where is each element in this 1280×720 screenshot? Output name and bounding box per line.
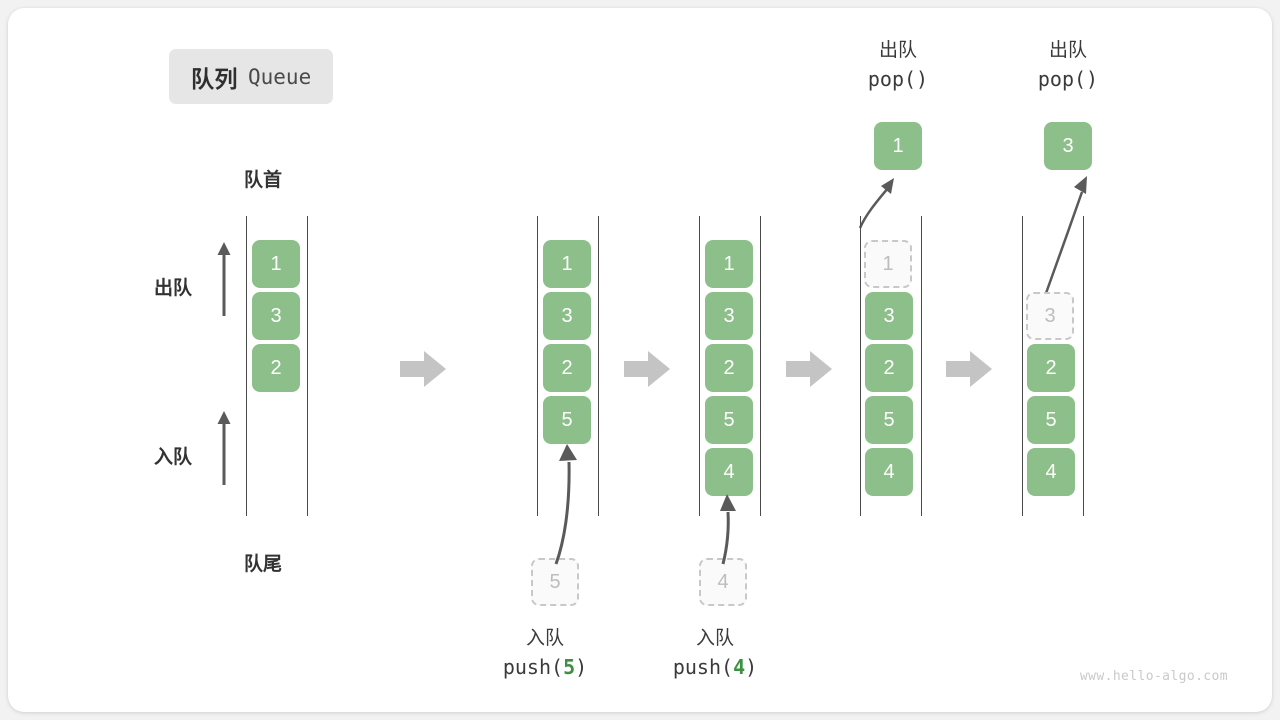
header-pop-1: 出队 pop() <box>823 38 973 94</box>
queue-cell: 3 <box>865 292 913 340</box>
queue-cell-removing: 3 <box>1026 292 1074 340</box>
rail-right-p5 <box>1083 216 1084 516</box>
queue-cell: 2 <box>705 344 753 392</box>
queue-cell: 5 <box>543 396 591 444</box>
flow-arrow <box>400 351 446 387</box>
queue-cell: 5 <box>1027 396 1075 444</box>
queue-cell: 2 <box>865 344 913 392</box>
queue-cell: 2 <box>543 344 591 392</box>
flow-arrow <box>624 351 670 387</box>
queue-cell-removing: 1 <box>864 240 912 288</box>
rail-right-p1 <box>307 216 308 516</box>
caption-cn: 入队 <box>695 628 734 649</box>
queue-cell: 2 <box>252 344 300 392</box>
queue-cell: 1 <box>252 240 300 288</box>
caption-cn: 入队 <box>525 628 564 649</box>
queue-cell: 1 <box>705 240 753 288</box>
enqueue-direction-arrow <box>217 411 231 485</box>
pop-arrow-p4 <box>858 178 894 229</box>
flow-arrow <box>946 351 992 387</box>
header-code: pop() <box>1037 67 1099 91</box>
title-cn: 队列 <box>191 65 238 92</box>
push-arrow-p2 <box>554 444 577 565</box>
rail-right-p2 <box>598 216 599 516</box>
rail-right-p3 <box>760 216 761 516</box>
queue-cell: 1 <box>543 240 591 288</box>
label-queue-rear: 队尾 <box>244 554 283 575</box>
header-cn: 出队 <box>1048 40 1087 61</box>
rail-right-p4 <box>921 216 922 516</box>
queue-cell: 3 <box>705 292 753 340</box>
rail-left-p1 <box>246 216 247 516</box>
header-pop-3: 出队 pop() <box>993 38 1143 94</box>
header-cn: 出队 <box>878 40 917 61</box>
caption-code: push(4) <box>672 655 758 679</box>
rail-left-p2 <box>537 216 538 516</box>
header-code: pop() <box>867 67 929 91</box>
pop-arrow-p5 <box>1043 176 1087 297</box>
popped-cell: 1 <box>874 122 922 170</box>
caption-code: push(5) <box>502 655 588 679</box>
queue-cell: 5 <box>865 396 913 444</box>
queue-cell: 3 <box>252 292 300 340</box>
label-queue-front: 队首 <box>244 170 283 191</box>
queue-cell: 4 <box>1027 448 1075 496</box>
title-en: Queue <box>248 64 312 89</box>
rail-left-p5 <box>1022 216 1023 516</box>
queue-cell: 4 <box>705 448 753 496</box>
label-dequeue-p1: 出队 <box>154 278 193 299</box>
label-enqueue-p1: 入队 <box>154 447 193 468</box>
flow-arrow <box>786 351 832 387</box>
caption-push-4: 入队 push(4) <box>640 626 790 682</box>
popped-cell: 3 <box>1044 122 1092 170</box>
title-badge: 队列 Queue <box>169 49 334 104</box>
caption-push-5: 入队 push(5) <box>470 626 620 682</box>
queue-cell: 3 <box>543 292 591 340</box>
diagram-card: 队列 Queue 队首 队尾 出队 入队 1 3 2 1 3 <box>8 8 1272 712</box>
push-arrow-p3 <box>720 494 736 565</box>
rail-left-p3 <box>699 216 700 516</box>
dequeue-direction-arrow <box>217 242 231 316</box>
queue-cell: 4 <box>865 448 913 496</box>
rail-left-p4 <box>860 216 861 516</box>
watermark: www.hello-algo.com <box>1079 669 1228 684</box>
incoming-ghost-cell: 5 <box>531 558 579 606</box>
queue-cell: 5 <box>705 396 753 444</box>
queue-cell: 2 <box>1027 344 1075 392</box>
